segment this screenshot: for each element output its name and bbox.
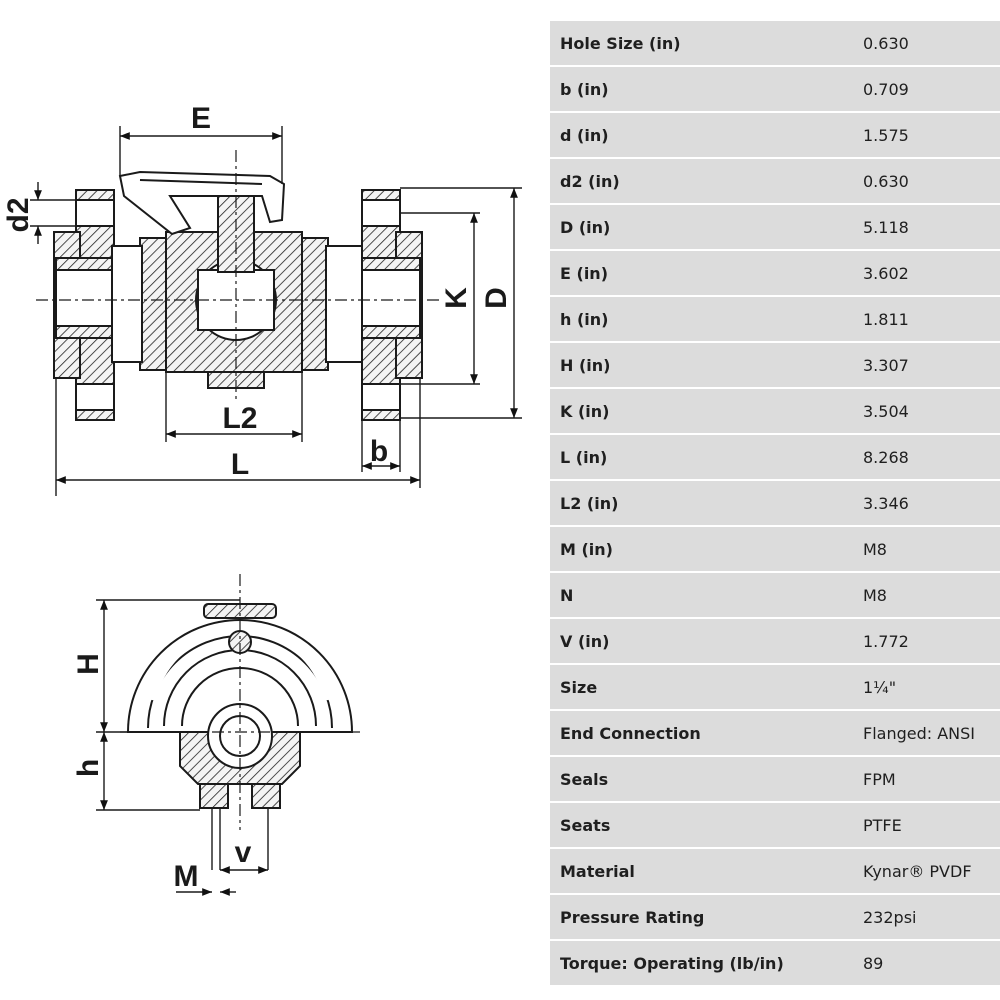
dim-label-l: L <box>231 448 249 481</box>
spec-value: 3.307 <box>853 341 1000 388</box>
spec-label: Seats <box>550 801 853 848</box>
dim-label-m: M <box>174 860 199 893</box>
spec-row: Torque: Operating (lb/in)89 <box>550 939 1000 985</box>
spec-value: Flanged: ANSI <box>853 709 1000 756</box>
dim-label-v: v <box>235 836 252 869</box>
spec-row: h (in)1.811 <box>550 295 1000 342</box>
spec-value: PTFE <box>853 801 1000 848</box>
spec-value: 5.118 <box>853 203 1000 250</box>
spec-value: 1.575 <box>853 111 1000 158</box>
left-flange <box>53 189 115 421</box>
spec-label: Seals <box>550 755 853 802</box>
spec-row: L (in)8.268 <box>550 433 1000 480</box>
spec-label: L2 (in) <box>550 479 853 526</box>
dim-label-k: K <box>440 287 473 309</box>
valve-body <box>165 231 303 389</box>
spec-value: 3.602 <box>853 249 1000 296</box>
spec-label: b (in) <box>550 65 853 112</box>
spec-value: 1.772 <box>853 617 1000 664</box>
spec-value: 1.811 <box>853 295 1000 342</box>
spec-value: 3.346 <box>853 479 1000 526</box>
side-dimensions <box>30 126 522 496</box>
spec-label: D (in) <box>550 203 853 250</box>
dim-label-d: D <box>480 287 513 309</box>
spec-row: d (in)1.575 <box>550 111 1000 158</box>
spec-value: 8.268 <box>853 433 1000 480</box>
spec-label: End Connection <box>550 709 853 756</box>
front-view-labels: H h M v <box>72 653 252 893</box>
spec-row: H (in)3.307 <box>550 341 1000 388</box>
technical-drawing: E d2 K D L2 b L <box>2 102 522 896</box>
spec-label: Material <box>550 847 853 894</box>
spec-row: D (in)5.118 <box>550 203 1000 250</box>
front-dimensions <box>96 599 268 896</box>
dim-label-l2: L2 <box>222 402 257 435</box>
spec-value: 1¼" <box>853 663 1000 710</box>
spec-value: 0.630 <box>853 21 1000 66</box>
spec-label: d (in) <box>550 111 853 158</box>
dim-label-h-upper: H <box>72 653 105 675</box>
spec-label: K (in) <box>550 387 853 434</box>
spec-label: Torque: Operating (lb/in) <box>550 939 853 985</box>
spec-row: K (in)3.504 <box>550 387 1000 434</box>
spec-value: 232psi <box>853 893 1000 940</box>
spec-label: d2 (in) <box>550 157 853 204</box>
spec-label: Hole Size (in) <box>550 21 853 66</box>
spec-label: Pressure Rating <box>550 893 853 940</box>
spec-value: Kynar® PVDF <box>853 847 1000 894</box>
spec-value: FPM <box>853 755 1000 802</box>
spec-label: M (in) <box>550 525 853 572</box>
spec-label: h (in) <box>550 295 853 342</box>
spec-label: E (in) <box>550 249 853 296</box>
valve-drawing-svg: E d2 K D L2 b L <box>2 102 522 896</box>
spec-label: L (in) <box>550 433 853 480</box>
spec-value: 0.630 <box>853 157 1000 204</box>
spec-label: H (in) <box>550 341 853 388</box>
spec-row: V (in)1.772 <box>550 617 1000 664</box>
spec-value: M8 <box>853 571 1000 618</box>
dim-label-h-lower: h <box>72 759 105 777</box>
side-view <box>30 126 522 496</box>
spec-row: d2 (in)0.630 <box>550 157 1000 204</box>
spec-value: M8 <box>853 525 1000 572</box>
side-view-labels: E d2 K D L2 b L <box>2 102 513 481</box>
dim-label-d2: d2 <box>2 197 35 232</box>
spec-row: E (in)3.602 <box>550 249 1000 296</box>
front-centerlines <box>120 574 360 830</box>
spec-label: V (in) <box>550 617 853 664</box>
spec-value: 3.504 <box>853 387 1000 434</box>
spec-row: b (in)0.709 <box>550 65 1000 112</box>
dim-label-b: b <box>370 435 388 468</box>
spec-row: L2 (in)3.346 <box>550 479 1000 526</box>
spec-row: Hole Size (in)0.630 <box>550 21 1000 66</box>
spec-label: N <box>550 571 853 618</box>
spec-value: 89 <box>853 939 1000 985</box>
side-centerlines <box>36 150 442 400</box>
spec-value: 0.709 <box>853 65 1000 112</box>
dim-label-e: E <box>191 102 211 135</box>
front-view <box>96 574 360 896</box>
spec-label: Size <box>550 663 853 710</box>
valve-handle <box>118 170 286 236</box>
spec-row: M (in)M8 <box>550 525 1000 572</box>
